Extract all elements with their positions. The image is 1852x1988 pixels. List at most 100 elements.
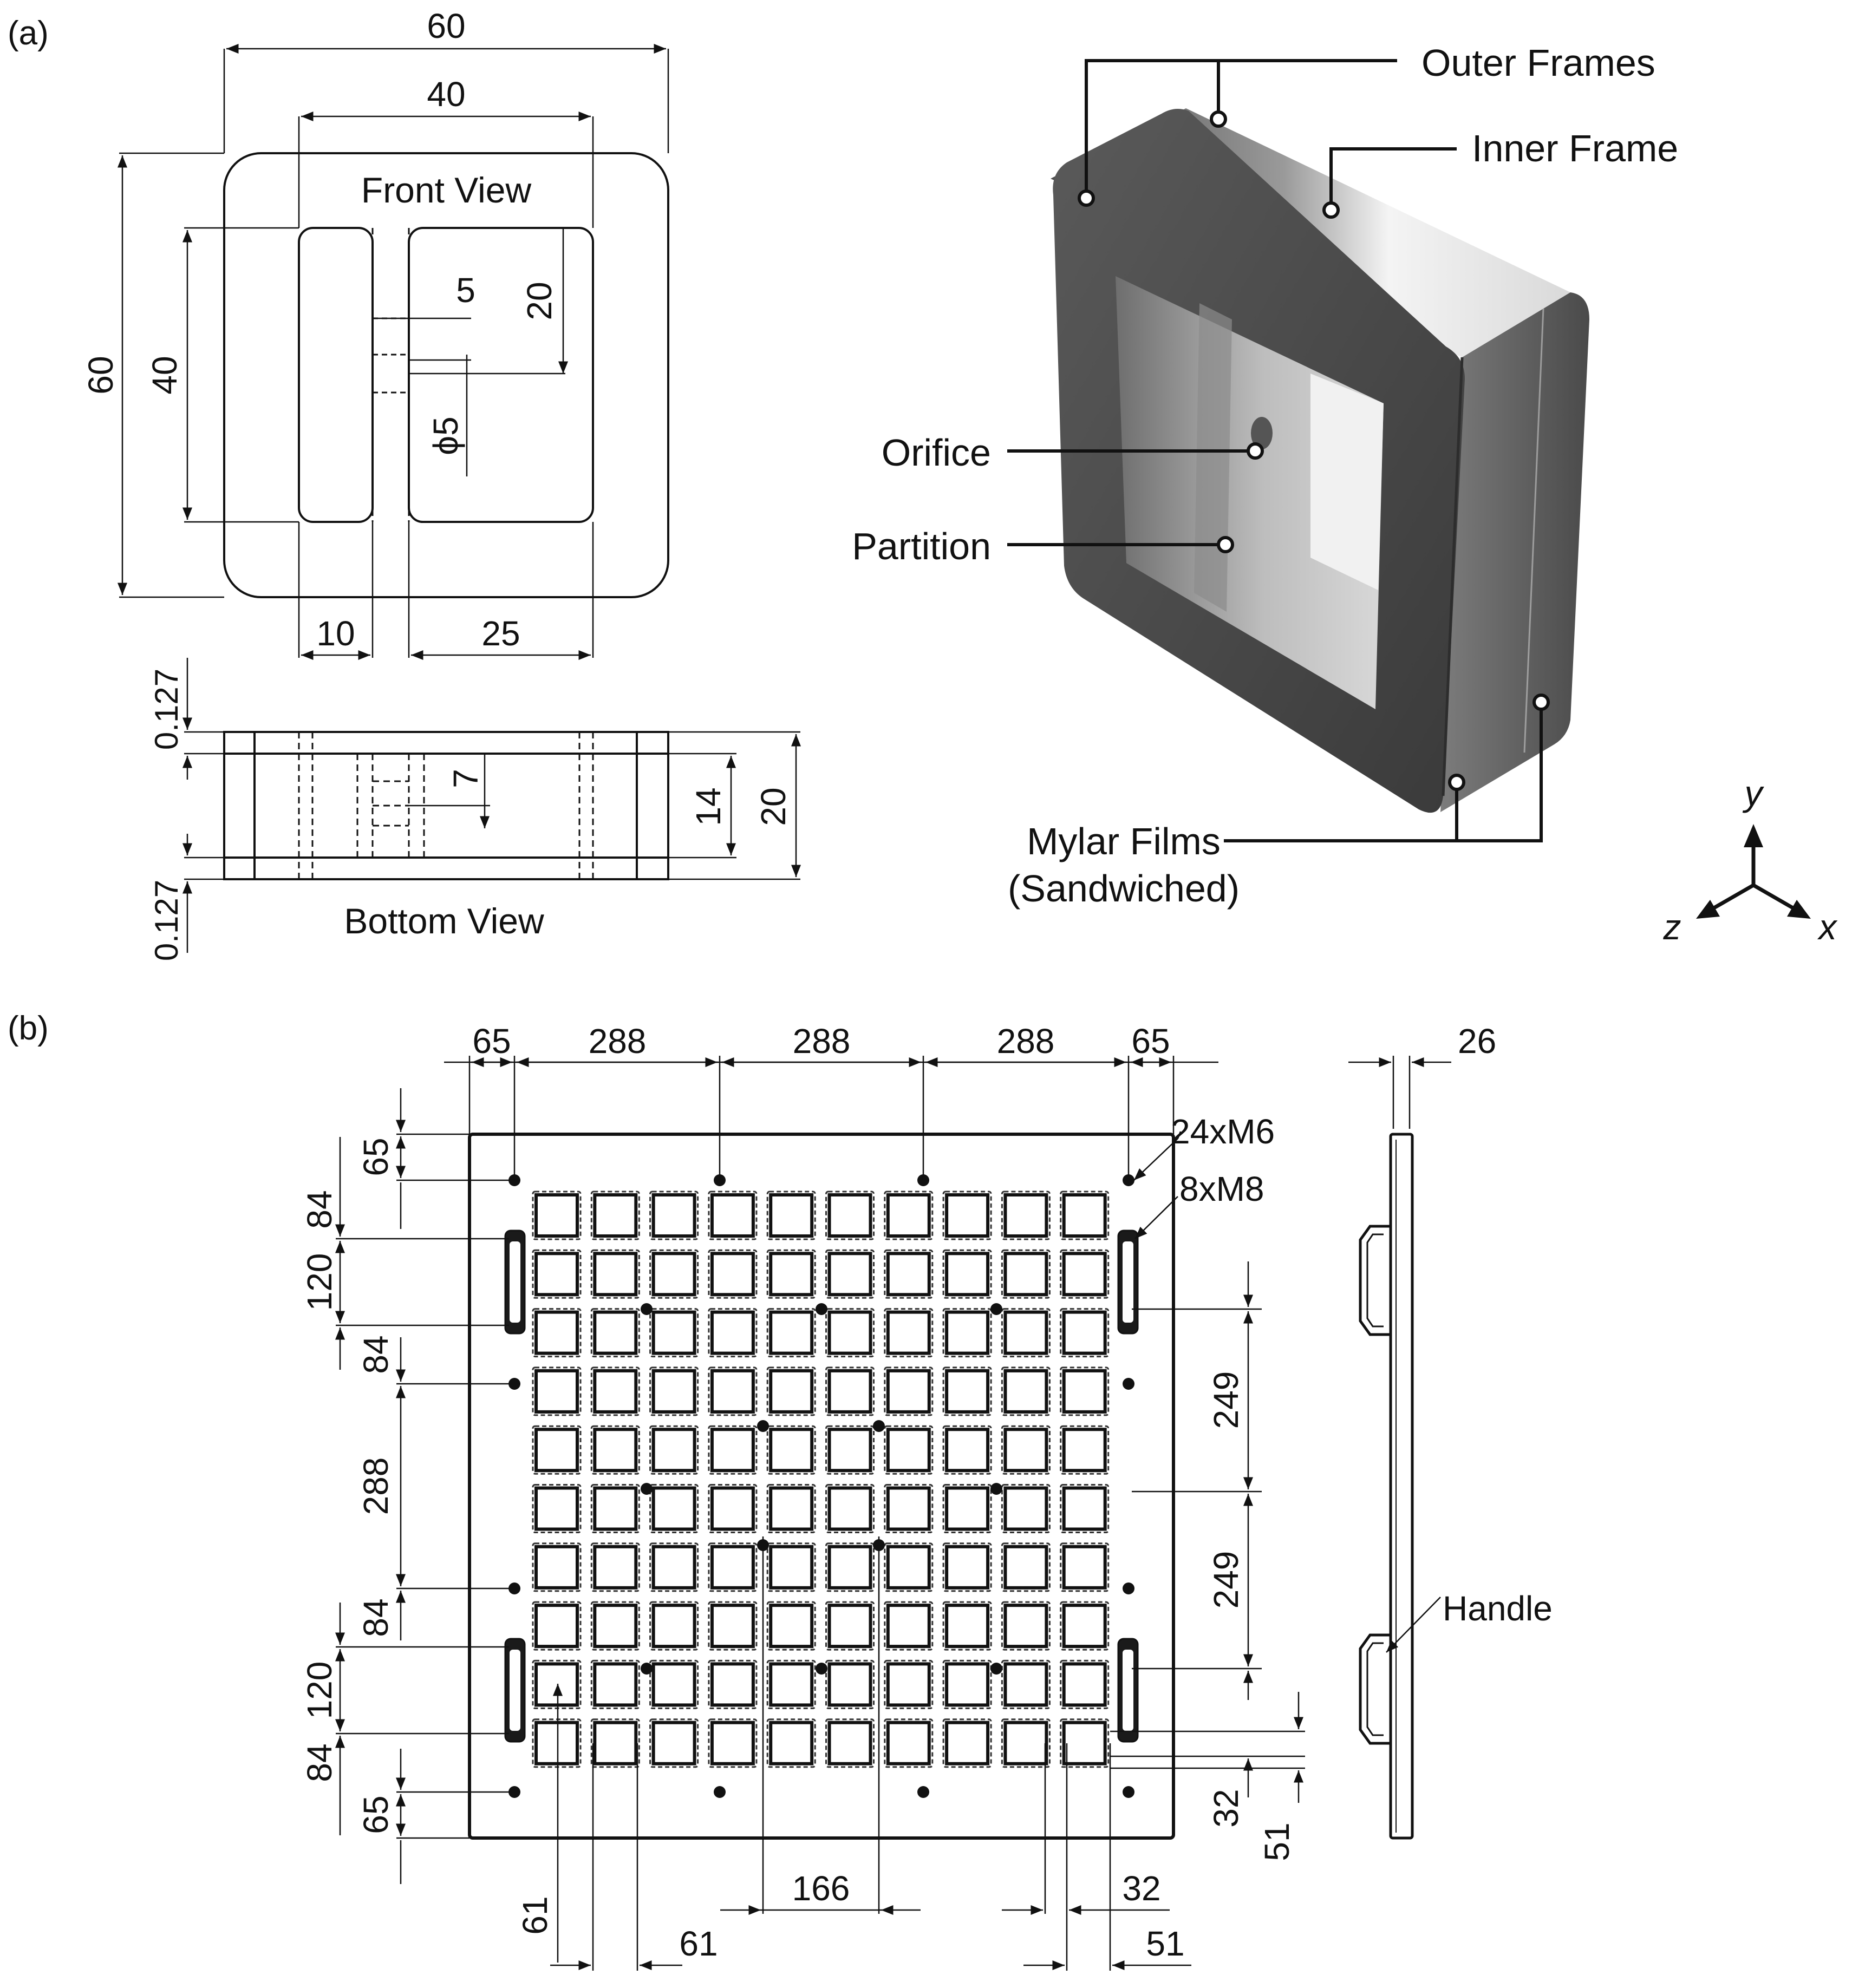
iso-side-face — [1440, 292, 1589, 812]
cell-window — [710, 1369, 755, 1414]
dim-left-84-b: 84 — [356, 1335, 395, 1374]
cell-window — [1003, 1721, 1048, 1765]
cell-outline — [649, 1542, 699, 1592]
dim-top-288-c: 288 — [997, 1022, 1055, 1061]
cell-outline — [942, 1425, 992, 1475]
cell-outline — [884, 1659, 934, 1709]
cell-outline — [825, 1308, 875, 1358]
cell-window — [827, 1310, 872, 1355]
cell-outline — [708, 1484, 758, 1533]
cell-window — [945, 1662, 990, 1707]
axis-label-x: x — [1817, 907, 1838, 947]
cell-outline — [1001, 1601, 1051, 1651]
dim-left-65-bottom: 65 — [356, 1795, 395, 1834]
cell-window — [1062, 1486, 1107, 1531]
cell-window — [710, 1486, 755, 1531]
cell-window — [651, 1604, 696, 1649]
cell-outline — [884, 1366, 934, 1416]
cell-window — [769, 1252, 814, 1297]
cell-outline — [590, 1308, 640, 1358]
dim-bottom-51: 51 — [1146, 1924, 1184, 1963]
bolt-hole — [757, 1420, 769, 1432]
cell-window — [1062, 1545, 1107, 1590]
side-view-plate — [1389, 1133, 1414, 1840]
cell-outline — [708, 1659, 758, 1709]
cell-window — [593, 1486, 638, 1531]
cell-window — [651, 1662, 696, 1707]
bolt-hole — [990, 1483, 1002, 1495]
dim-right-249-b: 249 — [1207, 1551, 1245, 1609]
cell-window — [945, 1193, 990, 1238]
cell-window — [710, 1604, 755, 1649]
cell-outline — [649, 1425, 699, 1475]
cell-window — [827, 1428, 872, 1473]
callout-orifice: Orifice — [882, 431, 991, 474]
cell-window — [827, 1545, 872, 1590]
cell-window — [534, 1193, 579, 1238]
cell-window — [769, 1662, 814, 1707]
cell-outline — [532, 1308, 582, 1358]
bolt-hole — [641, 1303, 653, 1315]
dot-partition — [1217, 536, 1234, 553]
cell-outline — [1001, 1366, 1051, 1416]
dim-label-25: 25 — [481, 614, 520, 653]
cell-outline — [708, 1601, 758, 1651]
side-view-dimensions — [1348, 1056, 1451, 1653]
cell-outline — [766, 1366, 816, 1416]
bottom-view-outline — [223, 731, 669, 880]
cell-window — [1062, 1604, 1107, 1649]
dim-top-288-a: 288 — [589, 1022, 647, 1061]
cell-window — [1062, 1721, 1107, 1765]
cell-outline — [590, 1249, 640, 1299]
plate-dimensions — [335, 1056, 1305, 1971]
cell-outline — [942, 1601, 992, 1651]
cell-window — [827, 1252, 872, 1297]
dim-left-84-c: 84 — [356, 1598, 395, 1637]
panel-label-b: (b) — [8, 1010, 49, 1047]
cell-outline — [884, 1601, 934, 1651]
cell-outline — [590, 1542, 640, 1592]
cell-window — [710, 1310, 755, 1355]
cell-outline — [649, 1601, 699, 1651]
cell-window — [534, 1252, 579, 1297]
cell-window — [945, 1369, 990, 1414]
dim-label-40-height: 40 — [145, 356, 184, 394]
bolt-hole — [714, 1786, 726, 1798]
cell-outline — [649, 1659, 699, 1709]
cell-outline — [1001, 1542, 1051, 1592]
iso-window-bright — [1310, 374, 1384, 590]
dot-inner-frame — [1322, 201, 1340, 219]
cell-window — [886, 1604, 931, 1649]
dim-left-120-bottom: 120 — [300, 1662, 339, 1719]
cell-window — [886, 1545, 931, 1590]
cell-window — [651, 1193, 696, 1238]
cell-outline — [708, 1366, 758, 1416]
dot-outer-frame-top — [1210, 110, 1227, 128]
cavity-right-chamber — [408, 227, 594, 523]
cell-outline — [766, 1718, 816, 1768]
dim-label-10: 10 — [316, 614, 355, 653]
front-view — [223, 152, 669, 598]
cell-window — [1003, 1193, 1048, 1238]
cell-window — [769, 1428, 814, 1473]
axis-label-z: z — [1663, 907, 1681, 947]
cell-window — [945, 1486, 990, 1531]
cell-outline — [766, 1542, 816, 1592]
cell-window — [1003, 1662, 1048, 1707]
dim-label-phi5: ϕ5 — [426, 416, 465, 455]
dim-top-65-right: 65 — [1131, 1022, 1170, 1061]
cell-window — [534, 1721, 579, 1765]
plate-side-view — [1359, 1133, 1414, 1840]
bolt-hole — [816, 1303, 827, 1315]
bolt-hole — [1123, 1786, 1134, 1798]
dim-left-120-top: 120 — [300, 1253, 339, 1311]
iso-cell-model — [1051, 108, 1589, 813]
cell-window — [886, 1310, 931, 1355]
dim-bottom-166: 166 — [792, 1869, 850, 1908]
dim-label-40-width: 40 — [427, 75, 465, 114]
cell-outline — [590, 1601, 640, 1651]
cell-window — [534, 1604, 579, 1649]
bolt-hole — [641, 1663, 653, 1675]
cell-outline — [649, 1308, 699, 1358]
cell-outline — [1001, 1308, 1051, 1358]
